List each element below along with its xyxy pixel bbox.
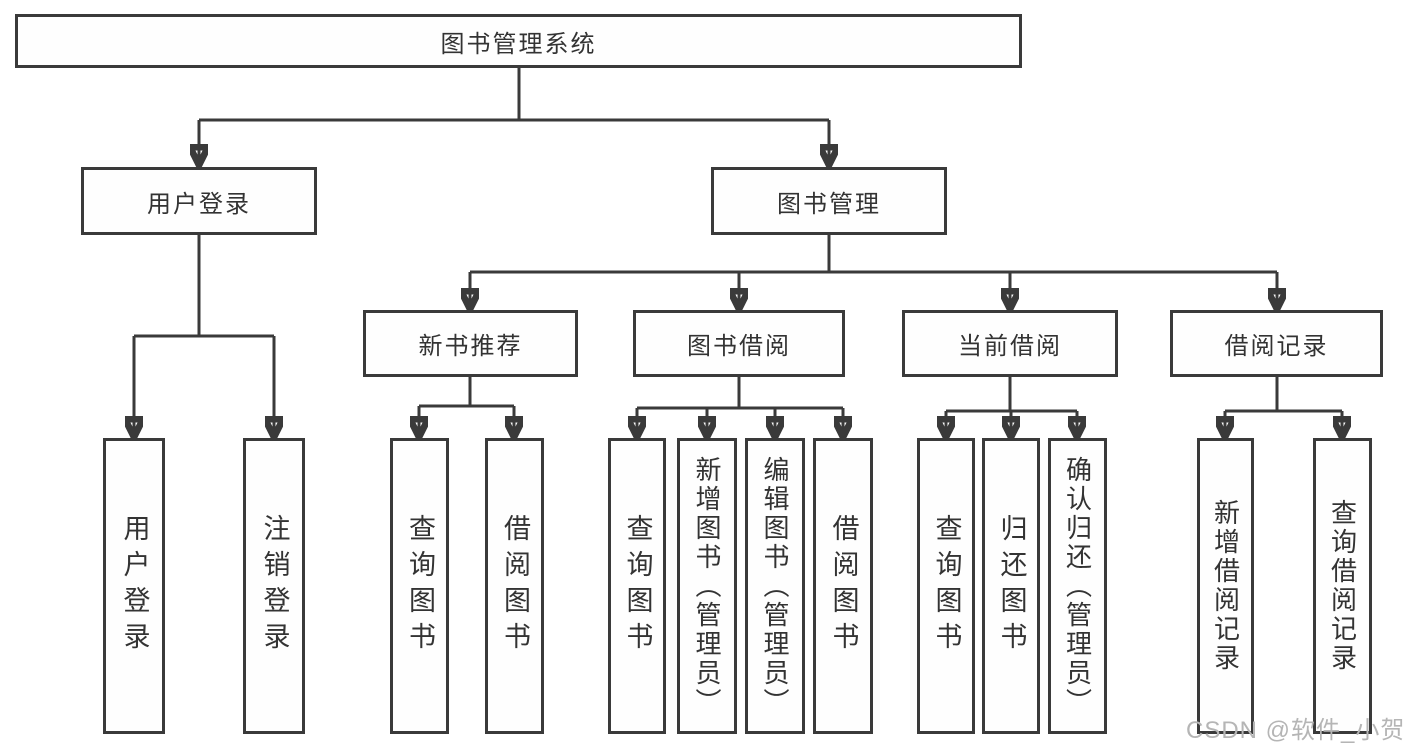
leaf-edit-book-admin: 编辑图书（管理员） (745, 438, 805, 734)
leaf-borrow-books-label: 借阅图书 (828, 514, 859, 658)
leaf-confirm-return-admin-label: 确认归还（管理员） (1062, 455, 1093, 717)
leaf-add-book-admin-label: 新增图书（管理员） (692, 455, 722, 717)
leaf-query-borrow-record-label: 查询借阅记录 (1327, 499, 1358, 673)
csdn-watermark: CSDN @软件_小贺同学 (1186, 717, 1405, 744)
leaf-confirm-return-admin: 确认归还（管理员） (1048, 438, 1107, 734)
node-book-management-label: 图书管理 (777, 190, 881, 218)
leaf-edit-book-admin-label: 编辑图书（管理员） (760, 455, 790, 717)
node-user-login: 用户登录 (81, 167, 317, 235)
leaf-borrow-books: 借阅图书 (813, 438, 873, 734)
leaf-logout: 注销登录 (243, 438, 305, 734)
leaf-user-login: 用户登录 (103, 438, 165, 734)
node-user-login-label: 用户登录 (147, 190, 251, 218)
leaf-query-books-current: 查询图书 (917, 438, 975, 734)
node-book-borrow-label: 图书借阅 (687, 333, 791, 360)
node-book-borrow: 图书借阅 (633, 310, 845, 377)
node-new-book-recommend-label: 新书推荐 (418, 333, 523, 360)
leaf-query-books-current-label: 查询图书 (931, 514, 962, 658)
leaf-return-books-label: 归还图书 (996, 514, 1027, 658)
node-current-borrow-label: 当前借阅 (958, 333, 1062, 360)
node-root: 图书管理系统 (15, 14, 1022, 68)
node-borrow-records-label: 借阅记录 (1224, 333, 1329, 360)
leaf-query-borrow-record: 查询借阅记录 (1313, 438, 1372, 734)
leaf-add-book-admin: 新增图书（管理员） (677, 438, 737, 734)
node-current-borrow: 当前借阅 (902, 310, 1118, 377)
leaf-add-borrow-record: 新增借阅记录 (1197, 438, 1254, 734)
leaf-add-borrow-record-label: 新增借阅记录 (1210, 499, 1241, 673)
leaf-query-books-borrow: 查询图书 (608, 438, 666, 734)
leaf-return-books: 归还图书 (982, 438, 1040, 734)
leaf-logout-label: 注销登录 (259, 514, 290, 658)
node-borrow-records: 借阅记录 (1170, 310, 1383, 377)
node-root-label: 图书管理系统 (440, 30, 597, 58)
leaf-user-login-label: 用户登录 (119, 514, 150, 658)
leaf-query-books-recommend: 查询图书 (390, 438, 449, 734)
leaf-query-books-recommend-label: 查询图书 (405, 514, 435, 658)
node-book-management: 图书管理 (711, 167, 947, 235)
leaf-query-books-borrow-label: 查询图书 (622, 514, 653, 658)
leaf-borrow-books-recommend: 借阅图书 (485, 438, 544, 734)
node-new-book-recommend: 新书推荐 (363, 310, 578, 377)
leaf-borrow-books-recommend-label: 借阅图书 (500, 514, 530, 658)
